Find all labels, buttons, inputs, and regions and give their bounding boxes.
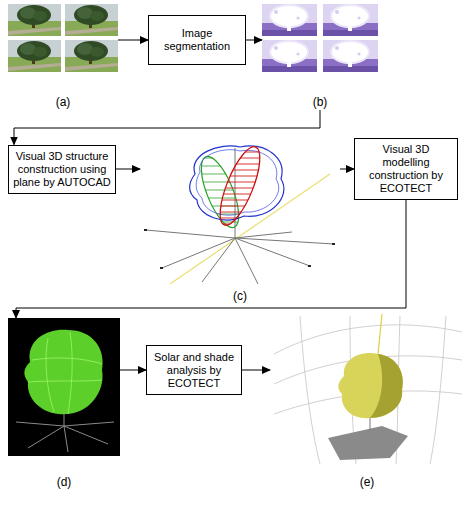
- caption-holder: (a): [8, 95, 118, 110]
- box-label: Visual 3D structure construction using p…: [12, 150, 112, 189]
- figure-label: (c): [140, 289, 340, 304]
- figure-label: (e): [270, 475, 464, 490]
- box-label: Visual 3D modelling construction by ECOT…: [358, 143, 454, 195]
- flow-arrow: [116, 169, 140, 170]
- green-3d-model: [8, 318, 120, 456]
- caption-holder: (d): [8, 475, 120, 490]
- process-box: Visual 3D structure construction using p…: [8, 145, 116, 194]
- figure-panel: (e): [270, 314, 464, 490]
- solar-shade-model: [270, 314, 464, 470]
- flow-arrow: [16, 200, 406, 318]
- figure-label: (d): [8, 475, 120, 490]
- flow-arrow: [242, 370, 270, 371]
- figure-panel: (c): [140, 134, 340, 304]
- figure-panel: (a): [8, 4, 118, 110]
- wireframe-structure: [140, 134, 340, 286]
- flow-arrow: [340, 169, 354, 170]
- flow-arrow: [120, 370, 146, 371]
- process-box: Solar and shade analysis by ECOTECT: [146, 345, 242, 395]
- flow-arrow: [118, 40, 148, 41]
- flow-arrow: [246, 40, 262, 41]
- segmented-images: [262, 4, 378, 72]
- caption-holder: (b): [262, 95, 378, 110]
- caption-holder: (e): [270, 475, 464, 490]
- figure-panel: (b): [262, 4, 378, 110]
- figure-label: (a): [8, 95, 118, 110]
- caption-holder: (c): [140, 289, 340, 304]
- tree-photos: [8, 4, 118, 72]
- process-box: Visual 3D modelling construction by ECOT…: [354, 138, 458, 200]
- box-label: Image segmentation: [152, 27, 242, 53]
- figure-panel: (d): [8, 318, 120, 490]
- box-label: Solar and shade analysis by ECOTECT: [150, 351, 238, 390]
- flow-arrow: [14, 110, 320, 145]
- process-box: Image segmentation: [148, 15, 246, 65]
- figure-label: (b): [262, 95, 378, 110]
